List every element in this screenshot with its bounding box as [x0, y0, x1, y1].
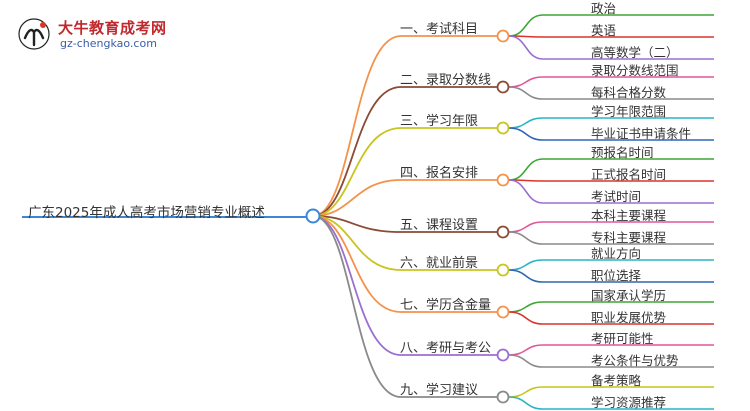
leaf-label: 备考策略 — [591, 373, 642, 388]
leaf-connector — [508, 86, 544, 100]
leaf-connector — [508, 127, 544, 141]
branch-node-circle — [496, 173, 510, 187]
branch-connector — [312, 127, 402, 217]
branch-label: 九、学习建议 — [400, 383, 479, 398]
leaf-connector — [508, 386, 544, 398]
branch-label: 二、录取分数线 — [400, 73, 492, 88]
leaf-connector — [508, 14, 544, 37]
leaf-connector — [508, 311, 544, 325]
leaf-connector — [508, 231, 544, 245]
logo-title: 大牛教育成考网 — [58, 19, 167, 37]
branch-node-circle — [496, 29, 510, 43]
leaf-label: 高等数学（二） — [591, 45, 679, 60]
branch-connector — [312, 215, 402, 398]
branch-label: 七、学历含金量 — [400, 298, 492, 313]
leaf-connector — [508, 179, 544, 204]
branch-connector — [312, 215, 402, 271]
branch-label: 一、考试科目 — [400, 22, 479, 37]
branch-node-circle — [496, 80, 510, 94]
leaf-label: 毕业证书申请条件 — [591, 126, 692, 141]
leaf-connector — [508, 269, 544, 283]
leaf-connector — [508, 158, 544, 181]
leaf-connector — [508, 259, 544, 271]
branch-node-circle — [496, 225, 510, 239]
leaf-label: 政治 — [591, 1, 617, 16]
branch-node-circle — [496, 390, 510, 404]
leaf-label: 考公条件与优势 — [591, 353, 679, 368]
branch-label: 五、课程设置 — [400, 218, 479, 233]
leaf-label: 英语 — [591, 23, 617, 38]
logo-emblem-icon — [18, 18, 50, 50]
branch-connector — [312, 35, 402, 217]
leaf-label: 职位选择 — [591, 268, 642, 283]
branch-label: 六、就业前景 — [400, 256, 479, 271]
leaf-connector — [508, 221, 544, 233]
leaf-label: 职业发展优势 — [591, 310, 667, 325]
logo-url: gz-chengkao.com — [60, 37, 157, 50]
leaf-label: 就业方向 — [591, 246, 642, 261]
branch-label: 八、考研与考公 — [400, 341, 492, 356]
leaf-connector — [508, 301, 544, 313]
leaf-label: 录取分数线范围 — [591, 63, 679, 78]
leaf-label: 考研可能性 — [591, 331, 654, 346]
leaf-label: 国家承认学历 — [591, 288, 667, 303]
leaf-label: 预报名时间 — [591, 145, 654, 160]
branch-label: 三、学习年限 — [400, 114, 479, 129]
leaf-label: 每科合格分数 — [591, 85, 667, 100]
root-node-label: 广东2025年成人高考市场营销专业概述 — [28, 205, 265, 221]
leaf-label: 本科主要课程 — [591, 208, 667, 223]
leaf-connector — [508, 117, 544, 129]
leaf-connector — [508, 35, 544, 60]
branch-node-circle — [496, 305, 510, 319]
logo: 大牛教育成考网 gz-chengkao.com — [10, 14, 180, 56]
leaf-connector — [508, 354, 544, 368]
root-node-circle — [305, 208, 321, 224]
branch-connector — [312, 215, 402, 356]
leaf-label: 学习年限范围 — [591, 104, 667, 119]
branch-node-circle — [496, 348, 510, 362]
leaf-connector — [508, 76, 544, 88]
leaf-connector — [508, 344, 544, 356]
branch-node-circle — [496, 121, 510, 135]
leaf-label: 学习资源推荐 — [591, 395, 667, 410]
leaf-connector — [508, 396, 544, 410]
leaf-label: 正式报名时间 — [591, 167, 667, 182]
branch-label: 四、报名安排 — [400, 166, 479, 181]
branch-connector — [312, 86, 402, 217]
branch-node-circle — [496, 263, 510, 277]
branch-connector — [312, 179, 402, 217]
leaf-label: 考试时间 — [591, 189, 642, 204]
branch-connector — [312, 215, 402, 233]
leaf-label: 专科主要课程 — [591, 230, 667, 245]
branch-connector — [312, 215, 402, 313]
